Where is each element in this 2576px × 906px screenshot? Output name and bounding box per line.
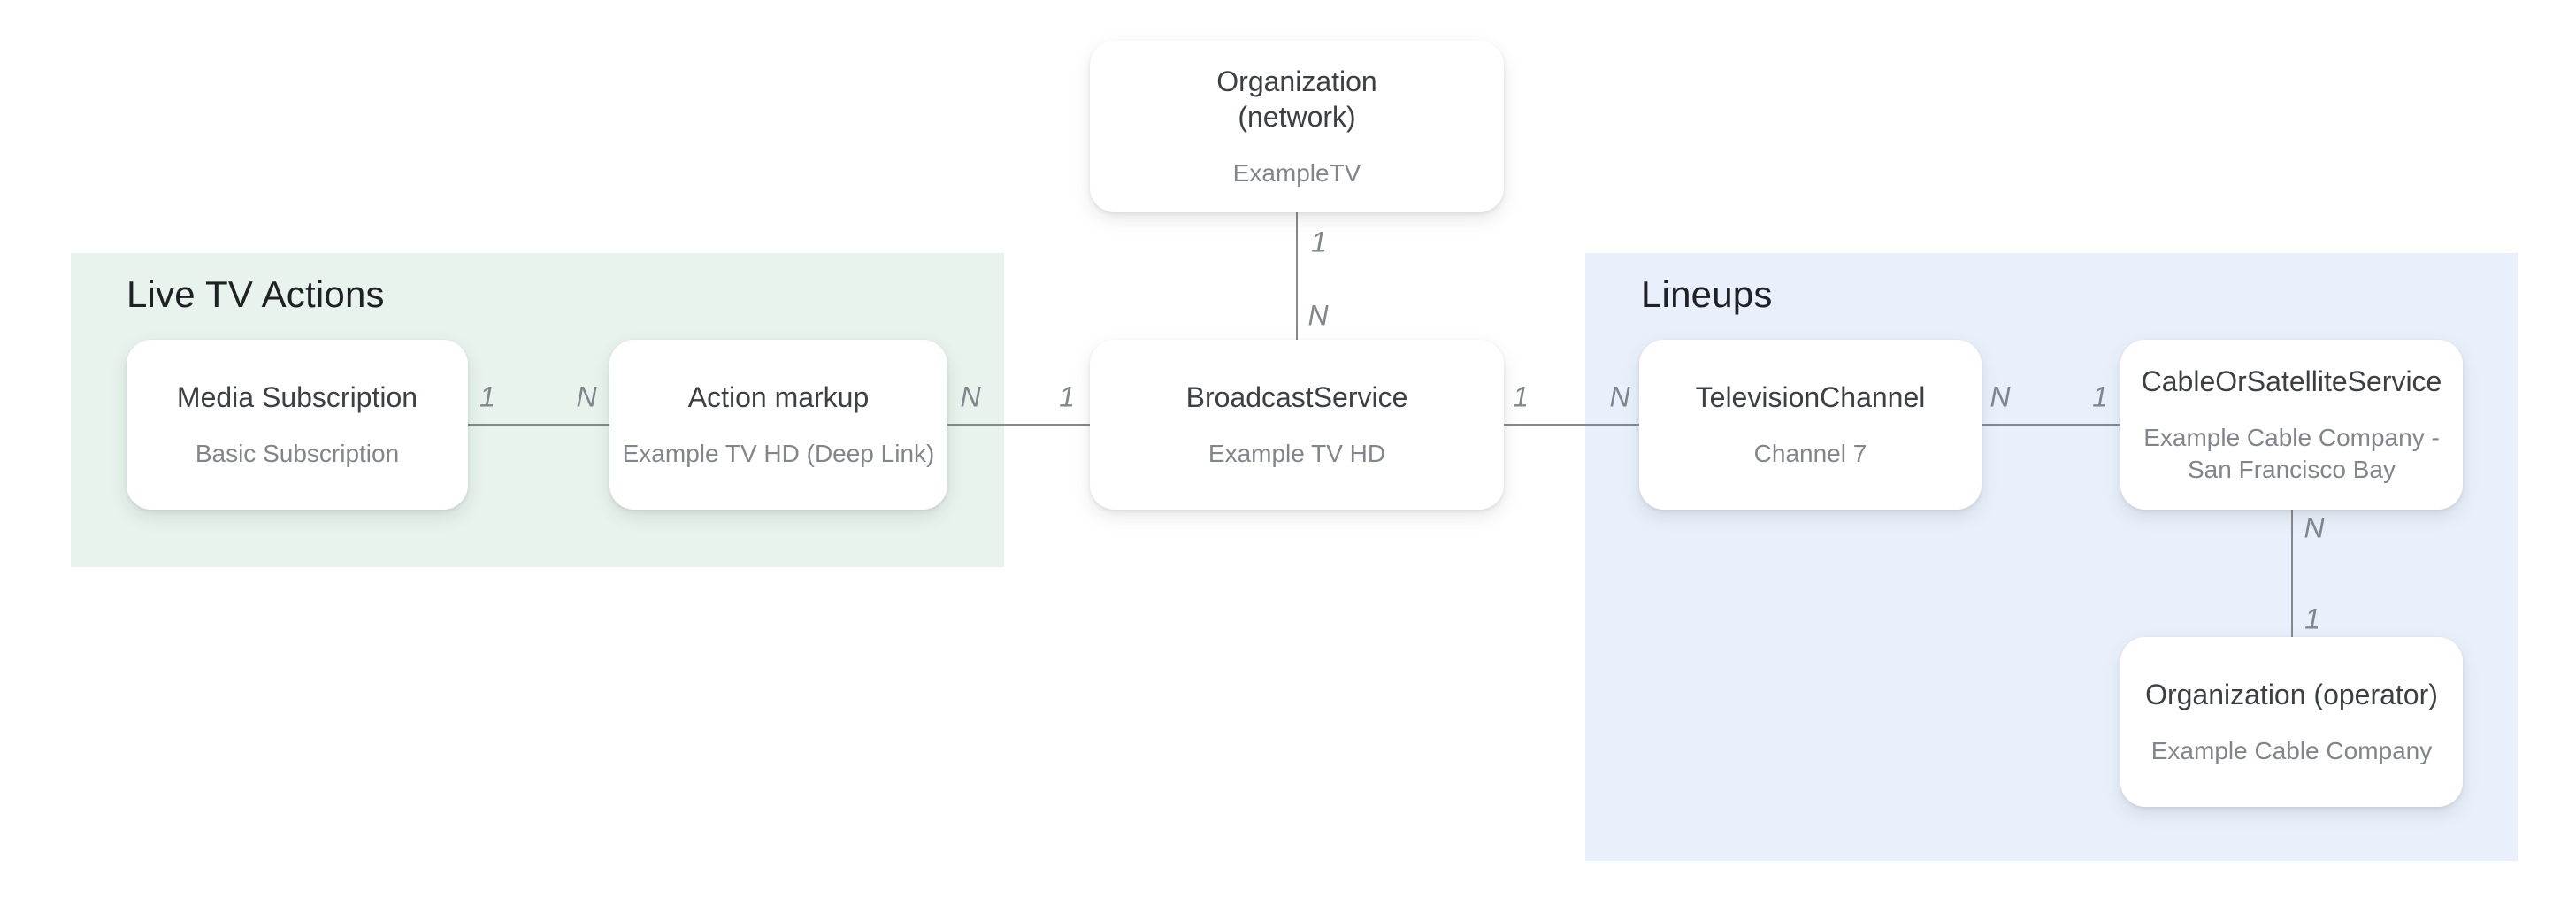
cardinality-label: 1: [1059, 380, 1075, 413]
node-title: TelevisionChannel: [1695, 381, 1926, 413]
node-subtitle: Basic Subscription: [195, 440, 400, 467]
node-subtitle: Example TV HD (Deep Link): [622, 440, 935, 467]
cardinality-label: N: [1990, 380, 2011, 413]
node-title: Media Subscription: [176, 381, 418, 413]
edge-cable-operator-line: [2291, 510, 2293, 637]
cardinality-label: 1: [2304, 603, 2320, 635]
node-cable-or-satellite-service: CableOrSatelliteService Example Cable Co…: [2120, 340, 2463, 510]
cardinality-label: N: [576, 380, 597, 413]
cardinality-label: 1: [1513, 380, 1529, 413]
node-subtitle: Channel 7: [1753, 440, 1867, 467]
edge-network-broadcast-line: [1296, 212, 1298, 340]
node-broadcast-service: BroadcastService Example TV HD: [1090, 340, 1504, 510]
live-tv-actions-region-title: Live TV Actions: [126, 273, 385, 315]
lineups-region-title: Lineups: [1641, 273, 1773, 315]
node-organization-operator: Organization (operator) Example Cable Co…: [2120, 637, 2463, 807]
node-action-markup: Action markup Example TV HD (Deep Link): [610, 340, 947, 510]
node-subtitle: Example Cable Company - San Francisco Ba…: [2143, 424, 2440, 483]
edge-channel-cable-line: [1982, 424, 2120, 426]
node-media-subscription: Media Subscription Basic Subscription: [126, 340, 468, 510]
edge-action-broadcast-line: [947, 424, 1090, 426]
node-television-channel: TelevisionChannel Channel 7: [1639, 340, 1982, 510]
node-subtitle: Example TV HD: [1208, 440, 1386, 467]
edge-broadcast-channel-line: [1504, 424, 1639, 426]
edge-mediasub-action-line: [468, 424, 610, 426]
node-title: Organization (network): [1216, 65, 1377, 133]
node-organization-network: Organization (network) ExampleTV: [1090, 41, 1504, 212]
cardinality-label: N: [2304, 511, 2325, 544]
cardinality-label: 1: [479, 380, 495, 413]
cardinality-label: N: [960, 380, 981, 413]
node-title: CableOrSatelliteService: [2141, 365, 2442, 397]
node-title: Action markup: [687, 381, 870, 413]
node-subtitle: ExampleTV: [1232, 159, 1361, 187]
cardinality-label: N: [1307, 299, 1329, 332]
cardinality-label: N: [1609, 380, 1630, 413]
cardinality-label: 1: [2092, 380, 2108, 413]
cardinality-label: 1: [1311, 226, 1327, 258]
node-subtitle: Example Cable Company: [2150, 737, 2433, 764]
node-title: BroadcastService: [1185, 381, 1408, 413]
node-title: Organization (operator): [2145, 679, 2438, 710]
